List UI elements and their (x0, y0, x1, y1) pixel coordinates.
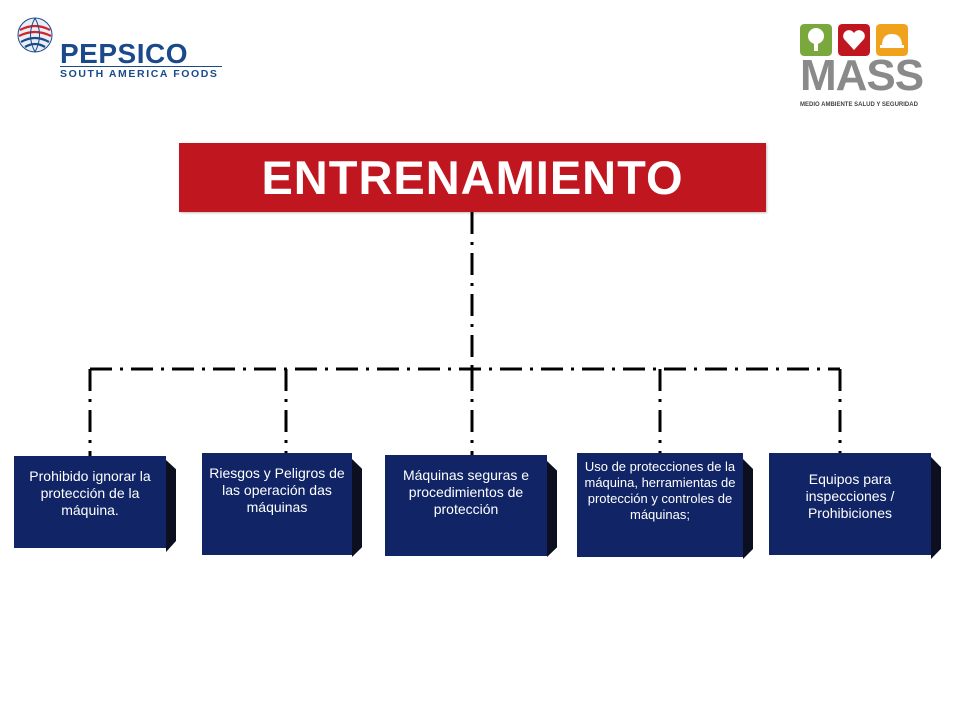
box-2: Riesgos y Peligros de las operación das … (202, 453, 362, 557)
box-1: Prohibido ignorar la protección de la má… (14, 456, 176, 552)
box-5-side (931, 457, 941, 559)
pepsico-name: PEPSICO (60, 38, 188, 69)
diagram-title: ENTRENAMIENTO (261, 151, 684, 204)
box-2-text: Riesgos y Peligros de las operación das … (209, 465, 345, 515)
pepsico-logo: PEPSICO SOUTH AMERICA FOODS (16, 16, 222, 86)
box-1-side (166, 460, 176, 552)
pepsico-divider (60, 66, 222, 67)
heart-icon (838, 24, 870, 56)
title-box: ENTRENAMIENTO (179, 143, 766, 212)
mass-subtitle: MEDIO AMBIENTE SALUD Y SEGURIDAD (800, 102, 918, 108)
box-3: Máquinas seguras e procedimientos de pro… (385, 455, 557, 558)
box-5: Equipos para inspecciones / Prohibicione… (769, 453, 941, 559)
box-4-text: Uso de protecciones de la máquina, herra… (584, 459, 736, 522)
box-2-face: Riesgos y Peligros de las operación das … (202, 453, 352, 555)
pepsico-subtitle: SOUTH AMERICA FOODS (60, 68, 219, 80)
box-5-face: Equipos para inspecciones / Prohibicione… (769, 453, 931, 555)
box-1-face: Prohibido ignorar la protección de la má… (14, 456, 166, 548)
hardhat-icon (876, 24, 908, 56)
box-3-side (547, 461, 557, 557)
box-1-text: Prohibido ignorar la protección de la má… (29, 468, 151, 518)
pepsico-globe-icon (17, 17, 53, 53)
tree-icon (800, 24, 832, 56)
box-3-text: Máquinas seguras e procedimientos de pro… (402, 467, 530, 517)
box-3-face: Máquinas seguras e procedimientos de pro… (385, 455, 547, 556)
box-4-face: Uso de protecciones de la máquina, herra… (577, 453, 743, 557)
mass-name: MASS (800, 51, 924, 100)
box-2-side (352, 459, 362, 557)
box-4: Uso de protecciones de la máquina, herra… (577, 453, 753, 559)
mass-logo: MASS MEDIO AMBIENTE SALUD Y SEGURIDAD (800, 24, 924, 114)
box-5-text: Equipos para inspecciones / Prohibicione… (805, 471, 895, 521)
box-4-side (743, 459, 753, 559)
